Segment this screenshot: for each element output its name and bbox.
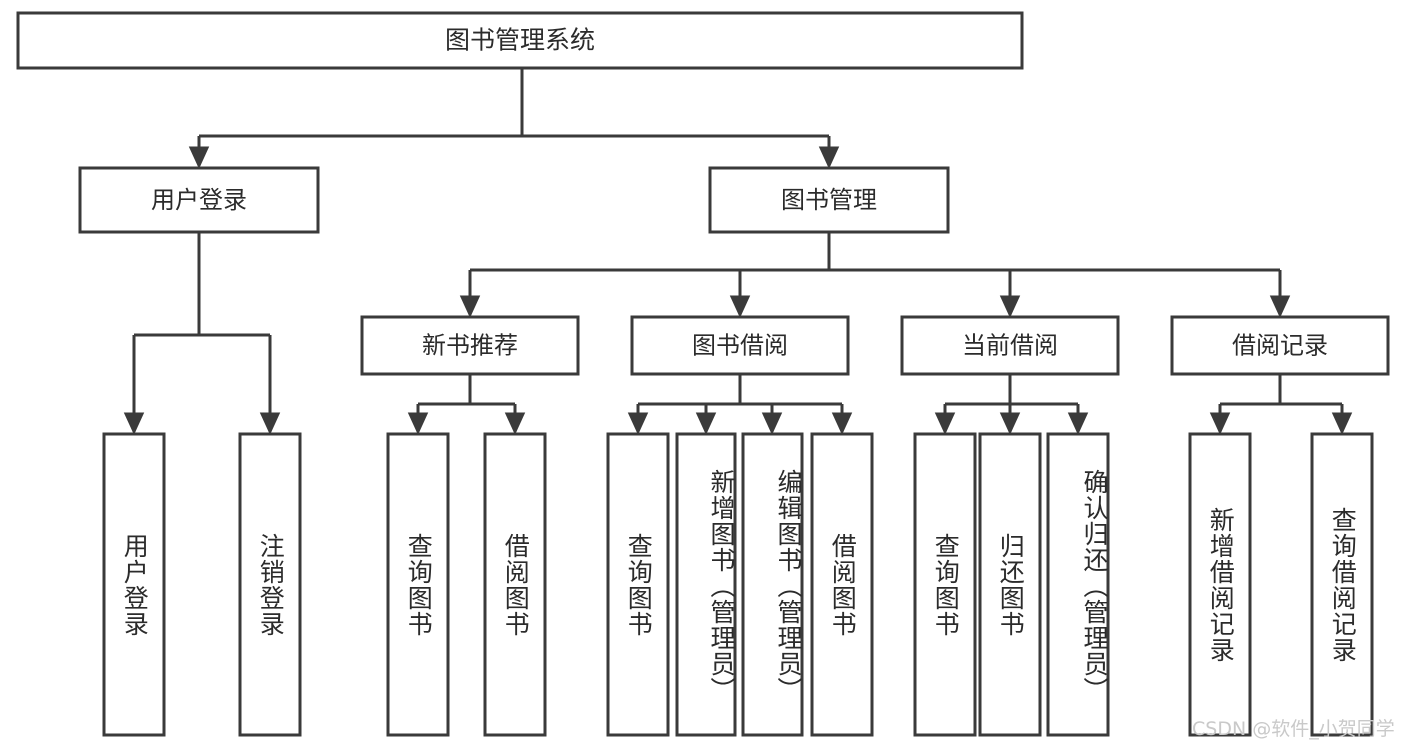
level3-box-book-borrow[interactable] [630,315,850,376]
leaf-box-leaf-return-book[interactable] [978,432,1042,737]
connector-borrow-record-to-leaves [1209,374,1353,435]
leaf-label-leaf-query-book-2: 查询图书 [624,532,654,637]
level2-label-book-manage: 图书管理 [781,186,877,214]
level3-box-new-book-recommend[interactable] [360,315,580,376]
connector-user-login-to-leaves [123,232,281,435]
leaf-label-leaf-add-book: 新增图书（管理员） [707,468,736,703]
leaf-box-leaf-query-book-2[interactable] [606,432,670,737]
leaf-box-leaf-logout[interactable] [238,432,302,737]
level3-label-borrow-record: 借阅记录 [1232,332,1328,360]
leaf-label-leaf-borrow-book-2: 借阅图书 [828,532,858,637]
leaf-box-leaf-query-record[interactable] [1310,432,1374,737]
node-boxes [16,11,1390,737]
level3-box-current-borrow[interactable] [900,315,1120,376]
level2-box-user-login[interactable] [78,166,320,234]
leaf-label-leaf-query-book-1: 查询图书 [404,532,434,637]
leaf-box-leaf-add-book[interactable] [675,432,737,737]
level3-label-new-book-recommend: 新书推荐 [422,332,518,360]
root-box-root[interactable] [16,11,1024,70]
connector-current-borrow-to-leaves [934,374,1089,435]
leaf-box-leaf-borrow-book-1[interactable] [483,432,547,737]
leaf-label-leaf-query-book-3: 查询图书 [931,532,961,637]
leaf-label-leaf-borrow-book-1: 借阅图书 [501,532,531,637]
connector-book-manage-to-level3 [459,232,1291,318]
leaf-label-leaf-user-login: 用户登录 [120,532,150,637]
connector-book-borrow-to-leaves [627,374,853,435]
leaf-label-leaf-edit-book: 编辑图书（管理员） [774,468,803,703]
leaf-box-leaf-confirm-return[interactable] [1046,432,1110,737]
level2-box-book-manage[interactable] [708,166,950,234]
level3-box-borrow-record[interactable] [1170,315,1390,376]
leaf-label-leaf-query-record: 查询借阅记录 [1328,506,1358,663]
leaf-label-leaf-return-book: 归还图书 [996,532,1026,637]
watermark: CSDN @软件_小贺同学 [1192,718,1395,740]
leaf-box-leaf-query-book-1[interactable] [386,432,450,737]
leaf-box-leaf-edit-book[interactable] [741,432,804,737]
level2-label-user-login: 用户登录 [151,186,247,214]
level3-label-current-borrow: 当前借阅 [962,332,1058,360]
leaf-label-leaf-add-record: 新增借阅记录 [1206,506,1236,663]
connector-new-book-recommend-to-leaves [407,374,526,435]
connector-root-to-level2 [188,68,840,169]
leaf-box-leaf-add-record[interactable] [1188,432,1252,737]
level3-label-book-borrow: 图书借阅 [692,332,788,360]
leaf-box-leaf-user-login[interactable] [102,432,166,737]
leaf-box-leaf-query-book-3[interactable] [913,432,977,737]
leaf-label-leaf-confirm-return: 确认归还（管理员） [1080,468,1109,703]
connector-lines [123,68,1353,435]
leaf-label-leaf-logout: 注销登录 [256,532,286,637]
root-label-root: 图书管理系统 [445,26,595,55]
leaf-box-leaf-borrow-book-2[interactable] [810,432,874,737]
